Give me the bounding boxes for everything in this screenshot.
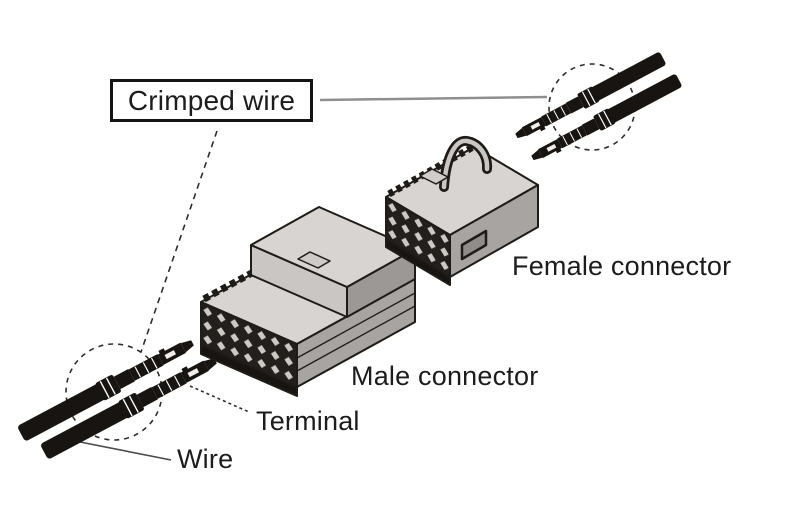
male-connector-illustration [200, 206, 416, 397]
wire-label: Wire [177, 444, 234, 474]
female-top-detail [419, 168, 449, 185]
crimped-wire-label-box: Crimped wire [110, 79, 313, 122]
leader-terminal-dotted [189, 385, 250, 413]
female-connector-label: Female connector [512, 251, 732, 281]
female-bottom-lip [385, 238, 451, 286]
terminal-label: Terminal [256, 406, 360, 436]
leader-crimped-wire-right [319, 95, 548, 102]
male-bottom-lip [200, 344, 298, 397]
female-side-slot [460, 229, 488, 261]
crimped-wire-pair-bottom-left [15, 333, 221, 462]
crimped-wire-pair-top-right [511, 49, 684, 167]
male-latch-tab [297, 251, 331, 269]
female-connector-illustration [385, 135, 539, 286]
leader-wire [79, 441, 172, 461]
leader-lines [79, 95, 548, 461]
leader-crimped-wire-left-dashed [140, 130, 218, 353]
male-connector-label: Male connector [351, 361, 539, 391]
